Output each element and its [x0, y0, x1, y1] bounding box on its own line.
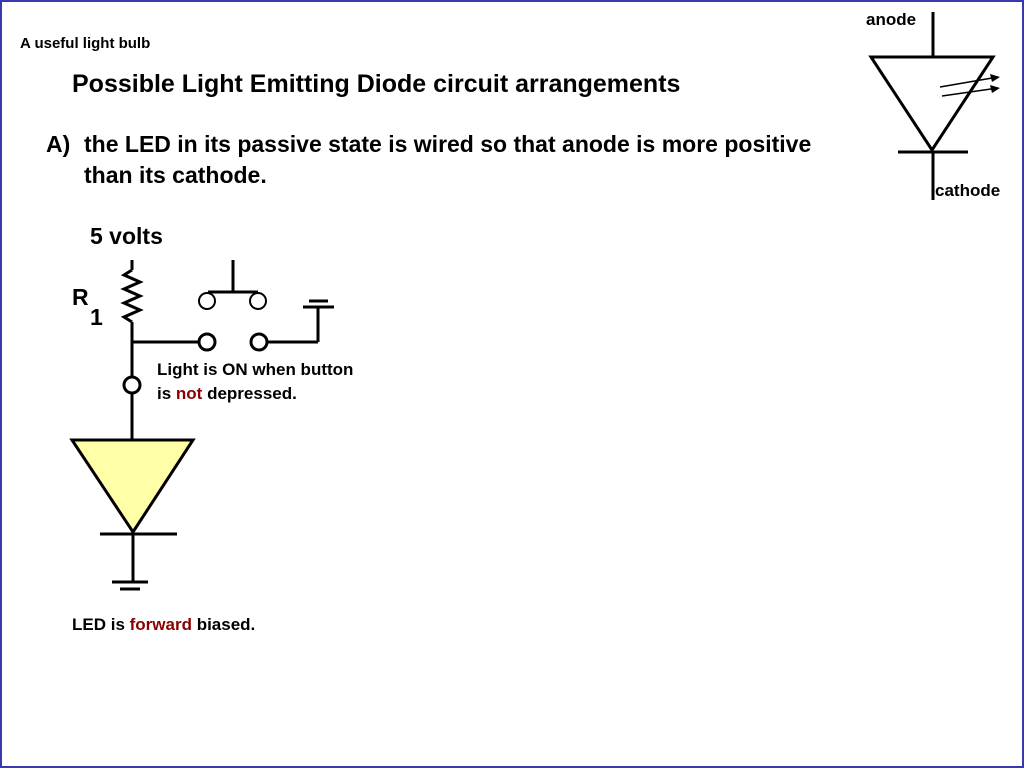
note-emphasis: not	[175, 384, 203, 403]
switch-contact-right	[249, 332, 269, 352]
led-symbol	[868, 12, 1000, 200]
bias-text-start: LED is	[72, 615, 130, 634]
bias-text-end: biased.	[191, 615, 256, 634]
led-symbol-triangle	[868, 55, 996, 153]
switch-note: Light is ON when button is not depressed…	[157, 358, 357, 406]
resistor-label: R	[72, 284, 89, 310]
anode-label: anode	[866, 10, 917, 29]
ground-symbol-switch	[303, 299, 334, 309]
bias-emphasis: forward	[129, 615, 192, 634]
slide-kicker: A useful light bulb	[20, 35, 151, 52]
switch-contact-left	[197, 332, 217, 352]
cathode-label: cathode	[935, 181, 1001, 200]
resistor-r1	[120, 268, 144, 324]
supply-voltage-label: 5 volts	[90, 223, 163, 249]
switch-upper-contact-right	[249, 292, 267, 310]
bullet-label: A)	[46, 131, 71, 157]
note-text-start: Light is ON when button is	[157, 360, 354, 403]
bullet-text: the LED in its passive state is wired so…	[84, 131, 812, 188]
circuit	[69, 260, 334, 591]
led-triangle	[69, 438, 196, 535]
push-button-switch	[197, 260, 269, 352]
ground-symbol-led	[112, 580, 148, 591]
resistor-subscript: 1	[90, 304, 103, 330]
led-connector	[122, 375, 142, 395]
switch-upper-contact-left	[198, 292, 216, 310]
bias-statement: LED is forward biased.	[72, 615, 255, 635]
slide-title: Possible Light Emitting Diode circuit ar…	[72, 70, 681, 98]
light-arrows	[939, 74, 1000, 97]
note-text-end: depressed.	[202, 384, 297, 403]
